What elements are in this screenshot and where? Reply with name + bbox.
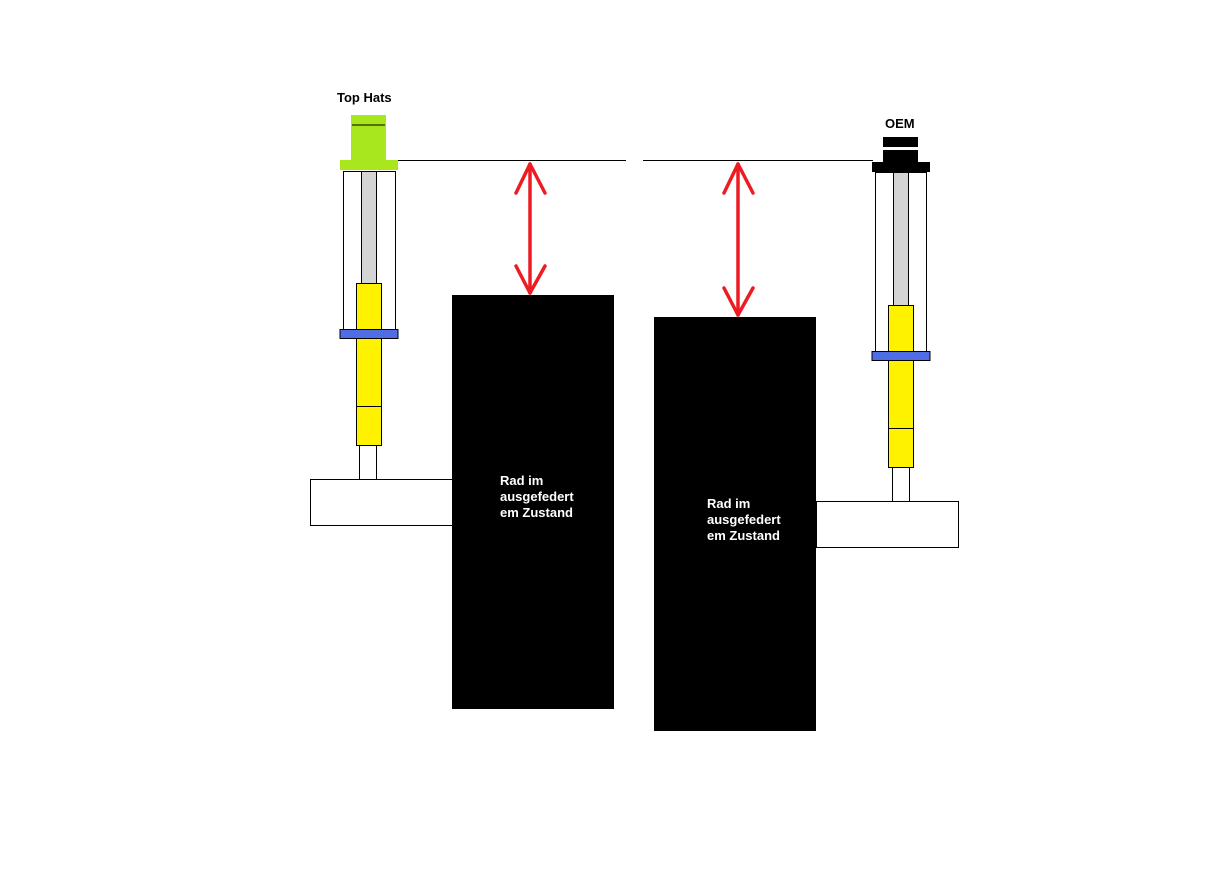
left-control-arm <box>310 479 453 526</box>
left-wheel <box>452 295 614 709</box>
right-wheel-label-line1: Rad im <box>707 496 750 511</box>
top-hat-mount <box>340 115 398 170</box>
right-wheel <box>654 317 816 731</box>
left-piston-rod <box>361 171 377 284</box>
left-wheel-label-line1: Rad im <box>500 473 543 488</box>
right-wheel-label-line2: ausgefedert <box>707 512 781 527</box>
left-wheel-label-line3: em Zustand <box>500 505 573 520</box>
left-travel-arrow <box>514 162 547 295</box>
right-spring-seat <box>871 351 931 361</box>
left-damper-body <box>356 283 382 446</box>
right-damper-body <box>888 305 914 468</box>
right-piston-rod <box>893 172 909 306</box>
right-lower-mount <box>892 467 910 502</box>
oem-label: OEM <box>885 116 915 131</box>
oem-mount <box>872 137 930 172</box>
top-hats-label: Top Hats <box>337 90 392 105</box>
left-lower-mount <box>359 445 377 480</box>
left-wheel-label-line2: ausgefedert <box>500 489 574 504</box>
right-control-arm <box>816 501 959 548</box>
right-travel-arrow <box>722 162 755 317</box>
left-spring-seat <box>339 329 399 339</box>
right-wheel-label-line3: em Zustand <box>707 528 780 543</box>
